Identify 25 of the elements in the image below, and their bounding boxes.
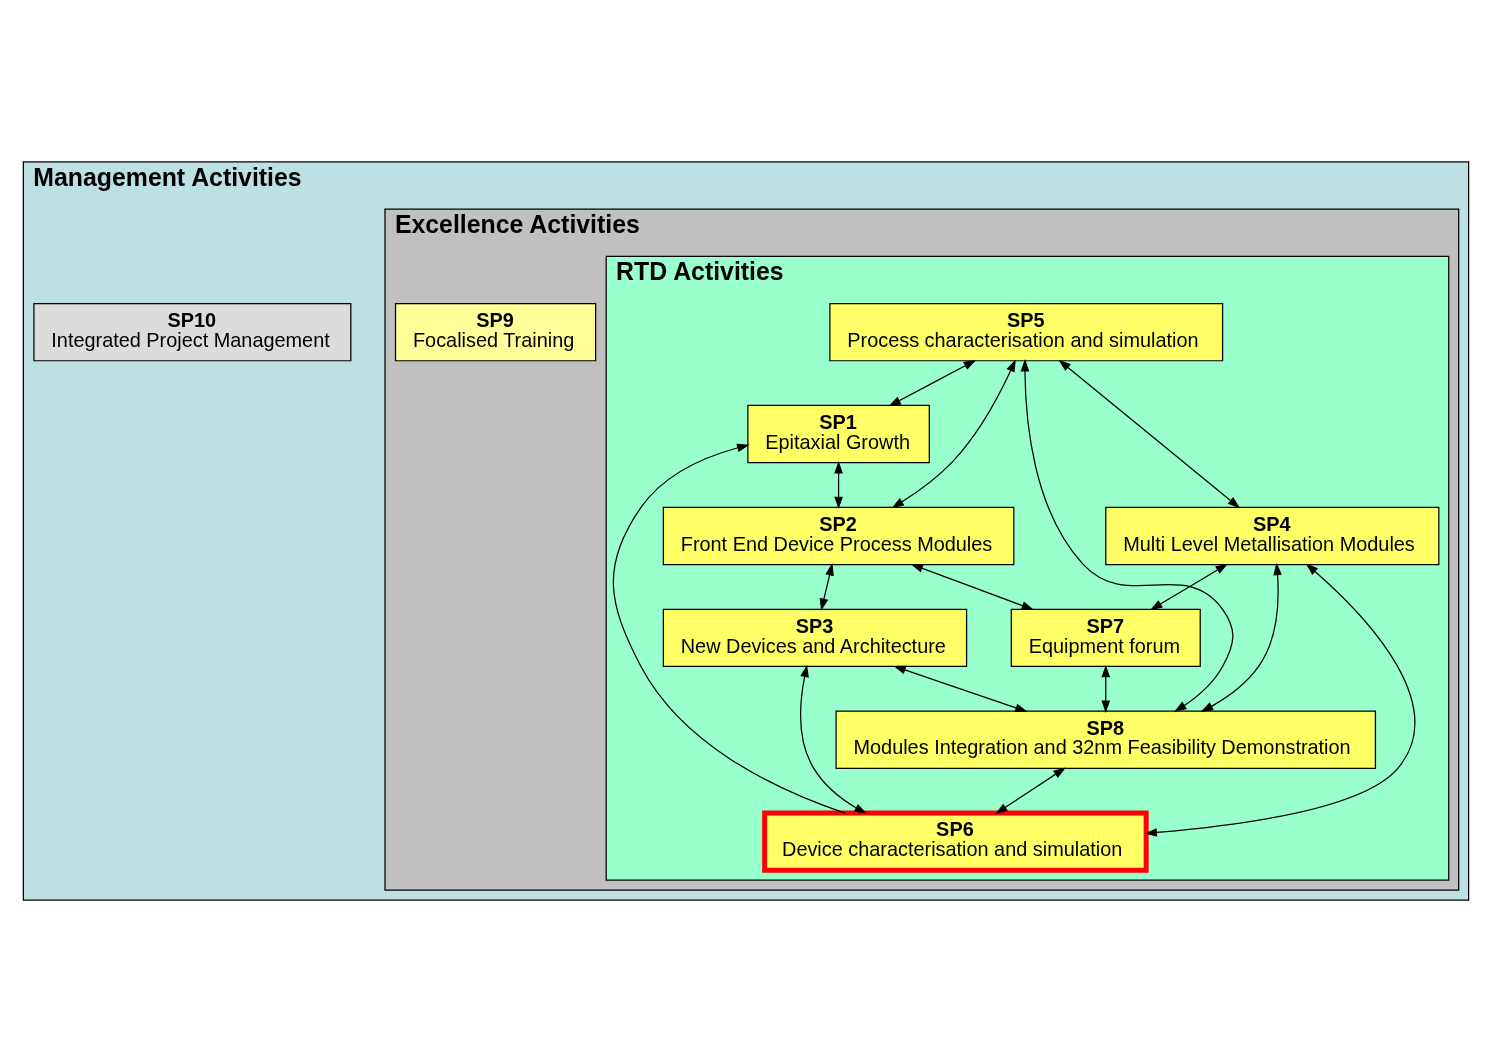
arrow [1101,664,1111,713]
arrow [910,564,1035,610]
arrow [891,359,1016,509]
node-box: SP2 Front End Device Process Modules [662,506,1015,566]
node-box: SP1 Epitaxial Growth [747,404,930,464]
node-box: SP9 Focalised Training [394,302,597,362]
arrow [1149,563,1228,611]
arrow [1200,562,1282,712]
arrow [800,664,867,814]
arrow [1058,359,1241,509]
node-box: SP3 New Devices and Architecture [662,608,968,668]
arrow [612,443,846,814]
arrow [1144,563,1416,837]
node-box: SP8 Modules Integration and 32nm Feasibility Demonstration [835,710,1377,769]
arrow [893,665,1028,712]
arrow [819,563,834,611]
node-box: SP6 Device characterisation and simulation [762,810,1149,873]
arrow [1020,359,1234,712]
node-box: SP10 Integrated Project Management [33,302,352,362]
arrow [888,359,977,407]
node-box: SP5 Process characterisation and simulation [829,302,1224,362]
node-box: SP4 Multi Level Metallisation Modules [1105,506,1440,566]
arrow [834,461,843,510]
arrow [995,767,1066,815]
node-box: SP7 Equipment forum [1010,608,1201,668]
